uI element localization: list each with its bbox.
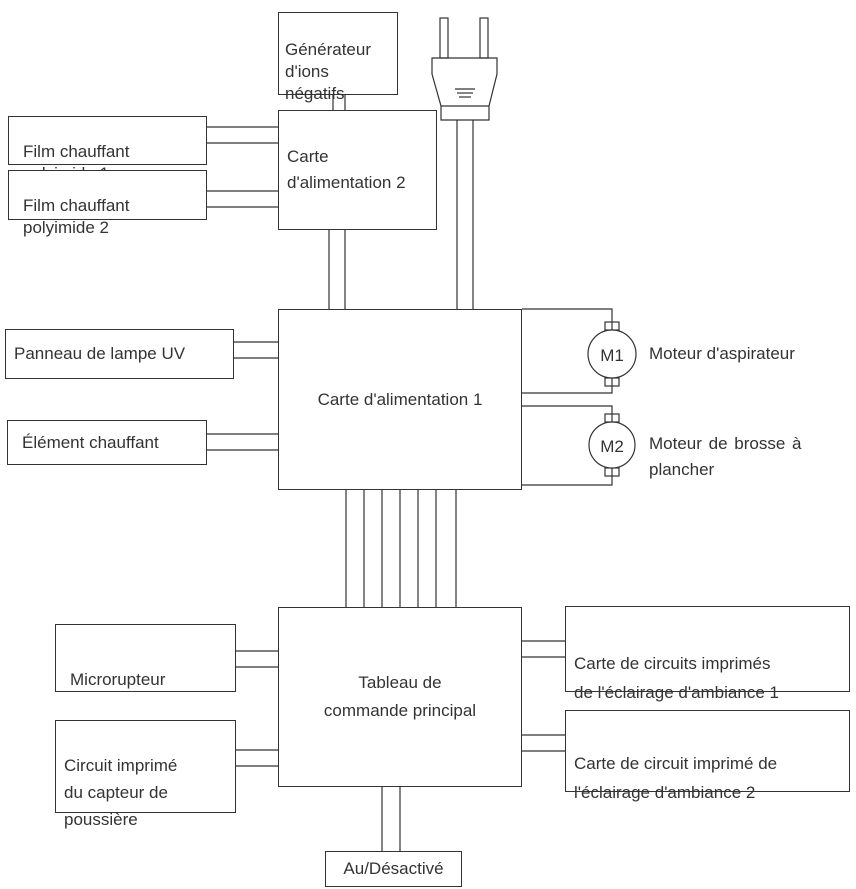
- ambient-light-pcb-1-label: Carte de circuits imprimés de l'éclairag…: [574, 654, 779, 702]
- ambient-light-pcb-2-box: Carte de circuit imprimé de l'éclairage …: [565, 710, 850, 802]
- heating-film-1-box: Film chauffant polyimide 1: [8, 116, 207, 183]
- micro-switch-box: Microrupteur: [55, 624, 236, 692]
- wire: [522, 468, 613, 486]
- heating-film-2-label: Film chauffant polyimide 2: [23, 196, 130, 237]
- power-plug-icon: [431, 17, 498, 121]
- heating-element-box: Élément chauffant: [7, 420, 207, 465]
- uv-lamp-panel-label: Panneau de lampe UV: [14, 344, 186, 363]
- motor-icon: [587, 321, 637, 387]
- power-board-2-box: Carte d'alimentation 2: [278, 110, 437, 230]
- wire: [522, 378, 613, 394]
- power-board-1-box: Carte d'alimentation 1: [278, 309, 522, 490]
- motor-symbol-m1: M1: [600, 346, 624, 365]
- on-off-switch-box: Au/Désactivé: [325, 851, 462, 887]
- heating-film-2-box: Film chauffant polyimide 2: [8, 170, 207, 237]
- heating-element-label: Élément chauffant: [22, 432, 159, 452]
- motor-m1-label: Moteur d'aspirateur: [649, 344, 795, 363]
- dust-sensor-pcb-box: Circuit imprimé du capteur de poussière: [55, 720, 236, 829]
- wire: [522, 308, 613, 330]
- power-board-2-label: Carte d'alimentation 2: [287, 147, 406, 192]
- motor-icon: [588, 413, 636, 477]
- on-off-switch-label: Au/Désactivé: [343, 859, 444, 878]
- main-control-board-label: Tableau de commande principal: [323, 673, 477, 720]
- power-board-1-label: Carte d'alimentation 1: [317, 389, 483, 409]
- motor-symbol-m2: M2: [600, 437, 624, 456]
- negative-ion-generator-box: Générateur d'ions négatifs: [278, 12, 398, 103]
- dust-sensor-pcb-label: Circuit imprimé du capteur de poussière: [64, 756, 178, 829]
- ambient-light-pcb-2-label: Carte de circuit imprimé de l'éclairage …: [574, 754, 778, 802]
- motor-m2-label: Moteur de brosse à plancher: [649, 434, 802, 479]
- ambient-light-pcb-1-box: Carte de circuits imprimés de l'éclairag…: [565, 606, 850, 702]
- main-control-board-box: Tableau de commande principal: [278, 607, 522, 787]
- negative-ion-generator-label: Générateur d'ions négatifs: [285, 40, 371, 103]
- micro-switch-label: Microrupteur: [70, 670, 166, 689]
- uv-lamp-panel-box: Panneau de lampe UV: [5, 329, 234, 379]
- wire: [522, 405, 613, 422]
